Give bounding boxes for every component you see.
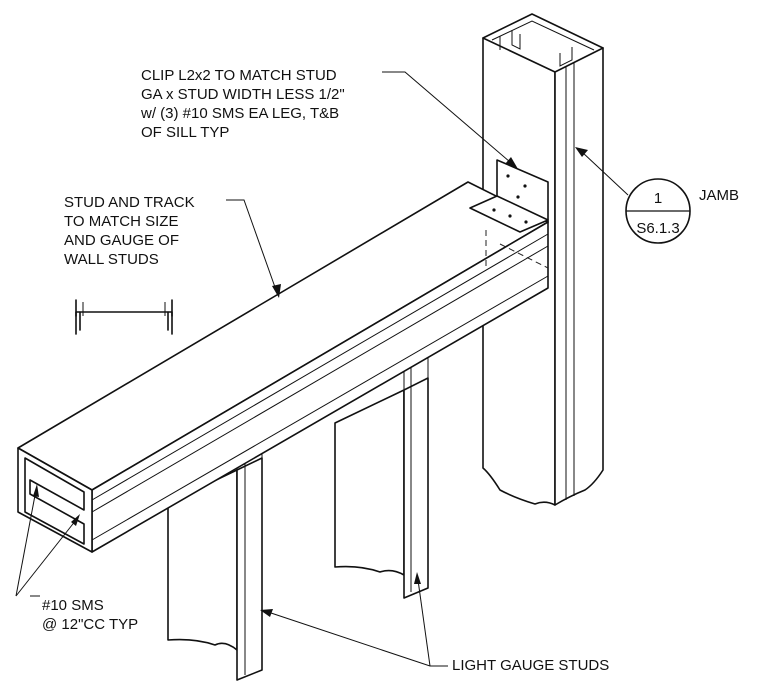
stud-track-note: STUD AND TRACK TO MATCH SIZE AND GAUGE O…	[64, 194, 195, 268]
jamb-label: JAMB	[699, 187, 739, 204]
clip-angle	[469, 159, 549, 270]
section-number: 1	[654, 190, 662, 207]
clip-note-line-3: w/ (3) #10 SMS EA LEG, T&B	[140, 105, 339, 122]
light-gauge-stud-1	[167, 439, 263, 681]
clip-note-line-1: CLIP L2x2 TO MATCH STUD	[141, 67, 337, 84]
screw-note-line-1: #10 SMS	[42, 597, 104, 614]
stud-track-note-line-2: TO MATCH SIZE	[64, 213, 178, 230]
stud-track-section-symbol	[75, 299, 173, 335]
stud-track-note-line-1: STUD AND TRACK	[64, 194, 195, 211]
clip-note-line-2: GA x STUD WIDTH LESS 1/2"	[141, 86, 345, 103]
light-gauge-stud-2	[334, 339, 429, 599]
screw-note: #10 SMS @ 12"CC TYP	[42, 597, 138, 633]
clip-note-line-4: OF SILL TYP	[141, 124, 229, 141]
clip-note: CLIP L2x2 TO MATCH STUD GA x STUD WIDTH …	[140, 67, 345, 141]
stud-track-note-line-4: WALL STUDS	[64, 251, 159, 268]
leader-lines	[15, 71, 629, 667]
screw-note-line-2: @ 12"CC TYP	[42, 616, 138, 633]
section-sheet: S6.1.3	[636, 220, 679, 237]
section-callout: 1 S6.1.3	[625, 178, 691, 244]
stud-track-note-line-3: AND GAUGE OF	[64, 232, 179, 249]
light-gauge-studs-note: LIGHT GAUGE STUDS	[452, 657, 609, 674]
